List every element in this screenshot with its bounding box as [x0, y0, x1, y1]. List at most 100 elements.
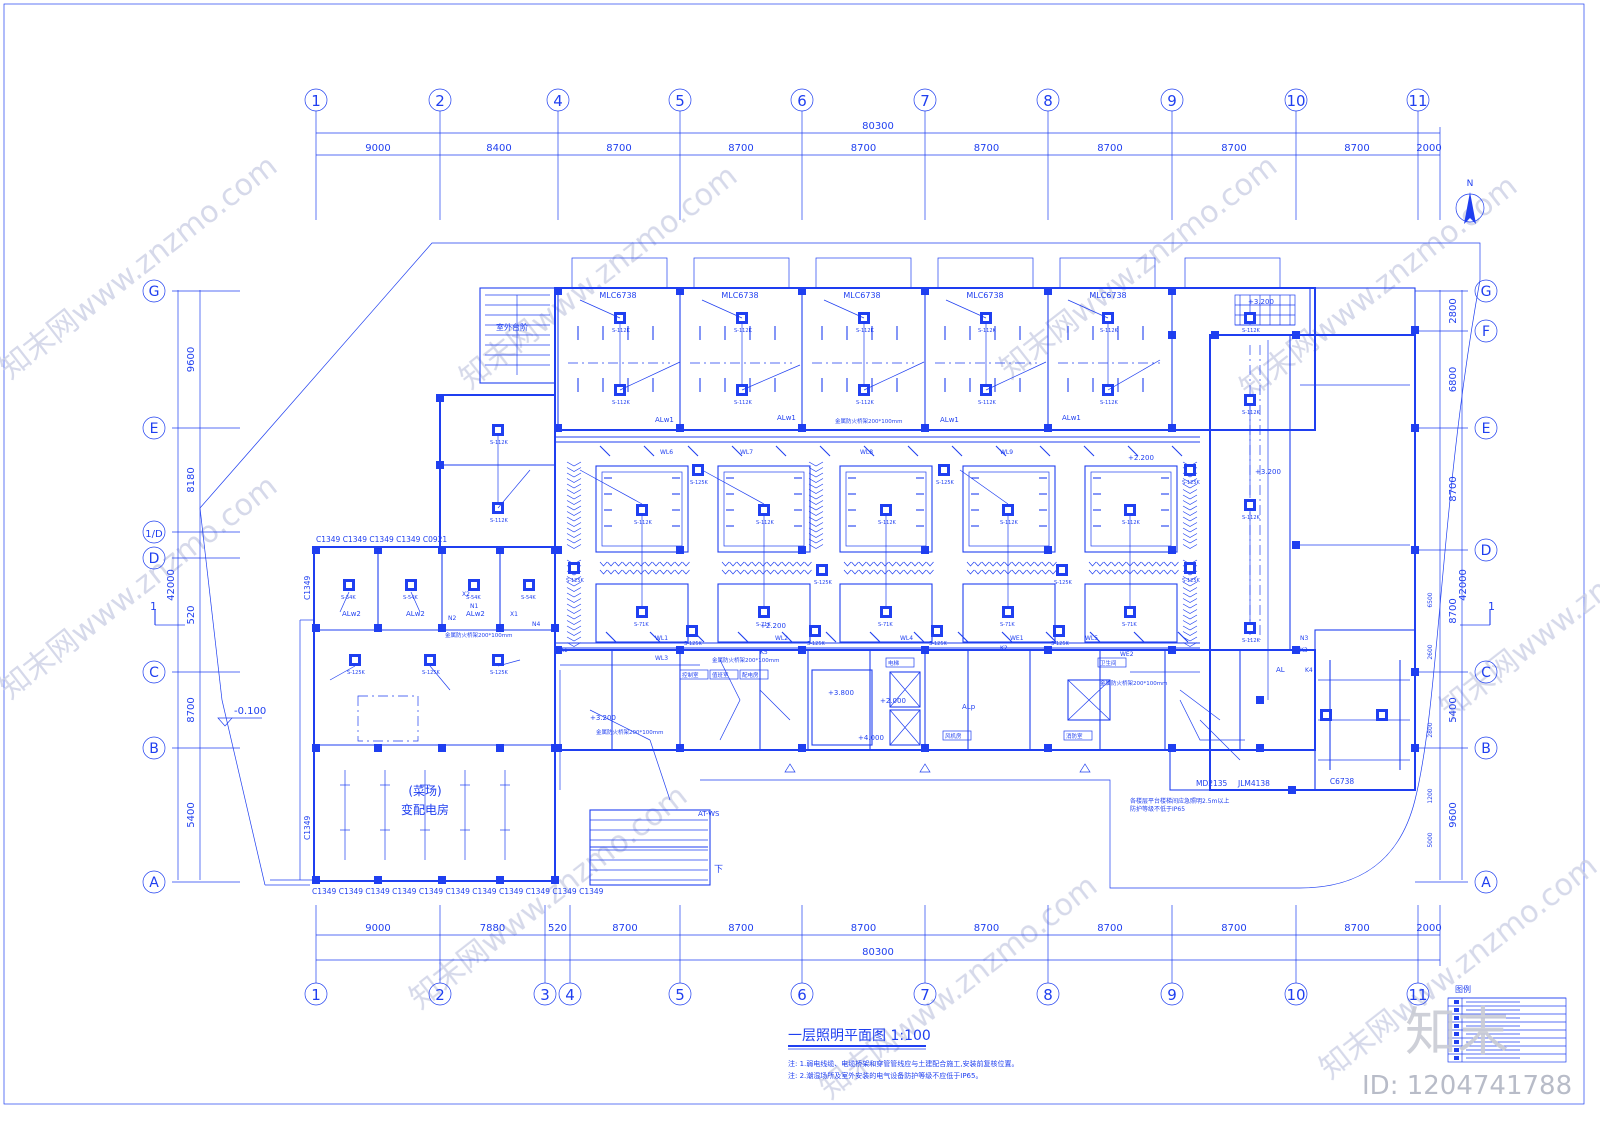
cable-tray-label-3: 金属防火桥架200*100mm — [1100, 679, 1167, 687]
dim-right-small: 2800 — [1427, 722, 1434, 737]
lamp-label: S-54K — [403, 595, 418, 601]
dim-right-segment: 8700 — [1448, 476, 1459, 501]
grid-bubble — [1474, 660, 1498, 684]
panel-annotations: ALw1 ALw1 ALw1 ALw1 ALw2 ALw2 ALw2 ALp A… — [150, 298, 1495, 818]
circuit-label: WL7 — [740, 449, 753, 456]
lamp-label: S-125K — [807, 641, 826, 647]
lamp-label: S-71K — [634, 622, 649, 628]
central-rooms — [566, 445, 1198, 647]
watermark: 知末网www.znzmo.com — [813, 868, 1104, 1106]
dim-right-small: 1200 — [1427, 788, 1434, 803]
lamp-label: S-125K — [1182, 578, 1201, 584]
dim-left-segment: 8180 — [186, 467, 197, 492]
room-label: 消防室 — [1066, 732, 1083, 740]
dim-left-segment: 9600 — [186, 347, 197, 372]
north-arrow: N — [1455, 179, 1485, 224]
circuit-label: N1 — [470, 603, 478, 610]
c1349-bottom-label: C1349 C1349 C1349 C1349 C1349 C1349 C134… — [312, 887, 604, 896]
right-dimensions: 42000 2800680087008700540096002600280012… — [1415, 279, 1498, 894]
grid-bubble — [558, 982, 582, 1006]
dim-top-segment: 8700 — [1221, 143, 1246, 154]
stair-down-label: 下 — [714, 865, 723, 875]
door-jlm4138: JLM4138 — [1237, 779, 1270, 788]
circuit-label: K1 — [560, 647, 568, 654]
c1349-side-label-2: C1349 — [303, 815, 312, 840]
room-label: 电梯 — [888, 659, 900, 667]
panel-al: AL — [1276, 666, 1285, 674]
lamp-label: S-54K — [466, 595, 481, 601]
grid-bubble — [142, 279, 166, 303]
lamp-label: S-71K — [878, 622, 893, 628]
grid-label: 1 — [311, 92, 321, 110]
dim-bottom-segment: 8700 — [851, 923, 876, 934]
lamp-label: S-112K — [612, 328, 631, 334]
lamp-label: S-112K — [878, 520, 897, 526]
lamp-label: S-125K — [1182, 480, 1201, 486]
dim-left-total: 42000 — [166, 569, 177, 601]
dim-top-segment: 8700 — [974, 143, 999, 154]
dim-bottom-segment: 520 — [548, 923, 567, 934]
grid-label: D — [149, 551, 160, 567]
lamp-label: S-71K — [1122, 622, 1137, 628]
grid-label: E — [1482, 421, 1491, 437]
grid-bubble — [790, 982, 814, 1006]
panel-alw1-2: ALw1 — [777, 414, 796, 422]
cable-tray-label: 金属防火桥架200*100mm — [445, 631, 512, 639]
grid-bubble — [142, 416, 166, 440]
watermark: 知末网www.znzmo.com — [0, 148, 284, 386]
grid-label: E — [150, 421, 159, 437]
grid-label: C — [1481, 665, 1491, 681]
panel-alw2-3: ALw2 — [466, 610, 485, 618]
circuit-label: WE1 — [1010, 635, 1024, 642]
watermark: 知末网www.znzmo.com — [0, 468, 284, 706]
grid-label: 8 — [1043, 986, 1053, 1004]
lamp-label: S-112K — [734, 400, 753, 406]
window-mlc6738: MLC6738 — [721, 291, 758, 300]
circuit-label: WL5 — [1085, 635, 1098, 642]
lamp-label: S-125K — [684, 641, 703, 647]
brand-logo-text: 知末 — [1405, 1003, 1509, 1063]
window-mlc6738: MLC6738 — [599, 291, 636, 300]
dim-bottom-segment: 8700 — [1221, 923, 1246, 934]
east-wing-rooms: C6738 MD2135 JLM4138 各楼层平台楼梯间应急照明2.5m以上 … — [1130, 294, 1410, 813]
grid-bubble — [142, 870, 166, 894]
panel-alw1: ALw1 — [655, 416, 674, 424]
cable-tray-label-5: 金属防火桥架200*100mm — [596, 728, 663, 736]
grid-label: G — [1481, 284, 1492, 300]
grid-label: 10 — [1286, 92, 1305, 110]
level-2000: +2.000 — [880, 697, 906, 705]
dim-left-segment: 520 — [186, 605, 197, 624]
dim-left-segment: 9600 — [0, 0, 13, 3]
grid-label: 7 — [920, 986, 930, 1004]
building-outline: 室外台阶 下 — [313, 257, 1416, 886]
site-boundary — [199, 242, 1481, 889]
lamp-label: S-71K — [1000, 622, 1015, 628]
grid-label: 3 — [540, 986, 550, 1004]
grid-label: 2 — [435, 986, 445, 1004]
drawing-note-1: 注: 1.弱电线缆、电缆桥架和穿管管线应与土建配合施工,安装前复核位置。 — [788, 1059, 1019, 1068]
dim-top-segment: 8700 — [851, 143, 876, 154]
title-block: 一层照明平面图 1:100 注: 1.弱电线缆、电缆桥架和穿管管线应与土建配合施… — [788, 1028, 1019, 1080]
stair-top-label: 室外台阶 — [496, 322, 528, 332]
section-mark-right: 1 — [1488, 600, 1495, 613]
lamp-label: S-125K — [347, 670, 366, 676]
grid-bubble — [1474, 870, 1498, 894]
level-2200-2: +2.200 — [760, 622, 786, 630]
grid-label: 8 — [1043, 92, 1053, 110]
grid-label: 7 — [920, 92, 930, 110]
lamp-label: S-125K — [490, 670, 509, 676]
grid-label: 1/D — [145, 529, 163, 540]
grid-bubble — [142, 736, 166, 760]
dim-bottom-segment: 8700 — [612, 923, 637, 934]
circuit-label: WL9 — [1000, 449, 1013, 456]
level-2200: +2.200 — [1128, 454, 1154, 462]
level-4000: +4.000 — [858, 734, 884, 742]
lamp-label: S-112K — [856, 400, 875, 406]
window-mlc6738: MLC6738 — [966, 291, 1003, 300]
grid-label: 10 — [1286, 986, 1305, 1004]
circuit-label: WL3 — [655, 655, 668, 662]
panel-alw1-3: ALw1 — [940, 416, 959, 424]
